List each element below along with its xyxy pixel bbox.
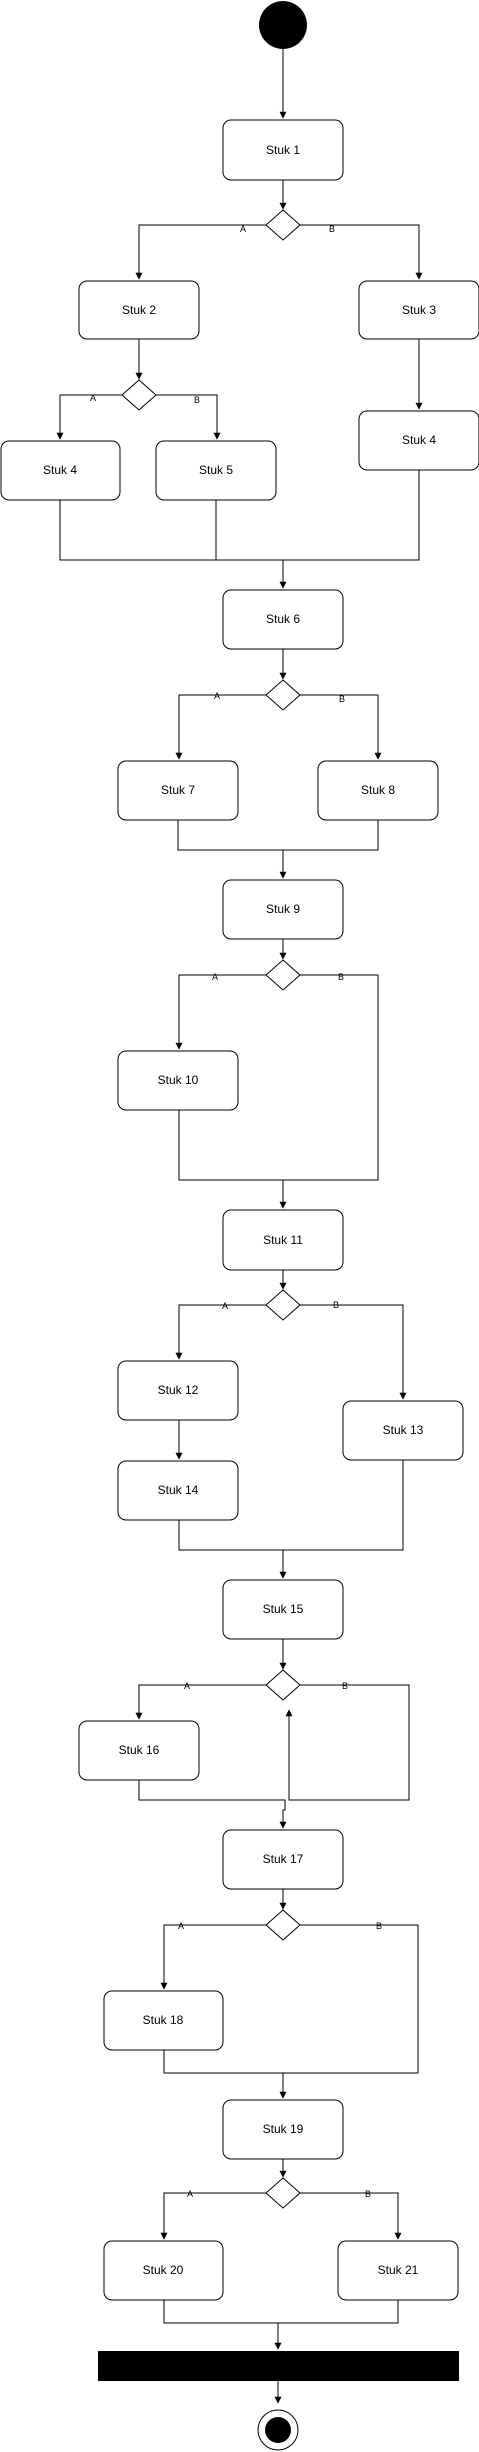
node-label: Stuk 12 xyxy=(158,1383,199,1397)
node-label: Stuk 6 xyxy=(266,612,300,626)
node-stuk-20[interactable]: Stuk 20 xyxy=(103,2240,224,2301)
branch-label-b: B xyxy=(194,395,200,405)
node-label: Stuk 16 xyxy=(119,1743,160,1757)
node-stuk-16[interactable]: Stuk 16 xyxy=(78,1720,200,1781)
node-stuk-6[interactable]: Stuk 6 xyxy=(222,589,344,650)
branch-label-a: A xyxy=(222,1301,228,1311)
node-label: Stuk 3 xyxy=(402,303,436,317)
branch-label-b: B xyxy=(339,694,345,704)
node-stuk-17[interactable]: Stuk 17 xyxy=(222,1829,344,1890)
decision-5 xyxy=(265,1289,301,1321)
node-stuk-10[interactable]: Stuk 10 xyxy=(117,1050,239,1111)
node-label: Stuk 11 xyxy=(263,1233,303,1247)
node-label: Stuk 8 xyxy=(361,783,395,797)
node-stuk-13[interactable]: Stuk 13 xyxy=(342,1400,464,1461)
end-node xyxy=(257,2409,299,2451)
node-stuk-2[interactable]: Stuk 2 xyxy=(78,280,200,340)
branch-label-a: A xyxy=(178,1921,184,1931)
branch-label-b: B xyxy=(338,972,344,982)
node-label: Stuk 18 xyxy=(143,2013,184,2027)
branch-label-b: B xyxy=(342,1681,348,1691)
node-label: Stuk 20 xyxy=(143,2263,184,2277)
node-stuk-12[interactable]: Stuk 12 xyxy=(117,1360,239,1421)
node-stuk-15[interactable]: Stuk 15 xyxy=(222,1579,344,1640)
node-label: Stuk 2 xyxy=(122,303,156,317)
node-label: Stuk 5 xyxy=(199,463,233,477)
branch-label-b: B xyxy=(376,1921,382,1931)
node-stuk-5[interactable]: Stuk 5 xyxy=(155,440,277,501)
node-label: Stuk 14 xyxy=(158,1483,199,1497)
decision-2 xyxy=(121,379,157,411)
node-stuk-9[interactable]: Stuk 9 xyxy=(222,879,344,940)
branch-label-b: B xyxy=(329,224,335,234)
start-node xyxy=(259,1,307,49)
decision-6 xyxy=(265,1669,301,1701)
node-stuk-18[interactable]: Stuk 18 xyxy=(103,1990,224,2051)
branch-label-b: B xyxy=(333,1300,339,1310)
node-label: Stuk 1 xyxy=(266,143,300,157)
node-label: Stuk 13 xyxy=(383,1423,424,1437)
node-stuk-3[interactable]: Stuk 3 xyxy=(358,280,479,340)
decision-1 xyxy=(265,209,301,241)
decision-4 xyxy=(265,959,301,991)
node-label: Stuk 10 xyxy=(158,1073,199,1087)
branch-label-a: A xyxy=(214,691,220,701)
decision-3 xyxy=(265,679,301,711)
node-stuk-7[interactable]: Stuk 7 xyxy=(117,760,239,821)
branch-label-a: A xyxy=(187,2189,193,2199)
node-stuk-11[interactable]: Stuk 11 xyxy=(222,1209,344,1271)
branch-label-a: A xyxy=(184,1681,190,1691)
node-label: Stuk 7 xyxy=(161,783,195,797)
branch-label-a: A xyxy=(212,972,218,982)
branch-label-b: B xyxy=(365,2189,371,2199)
node-label: Stuk 15 xyxy=(263,1602,304,1616)
node-label: Stuk 21 xyxy=(378,2263,419,2277)
branch-label-a: A xyxy=(90,393,96,403)
node-label: Stuk 19 xyxy=(263,2122,304,2136)
node-stuk-14[interactable]: Stuk 14 xyxy=(117,1460,239,1521)
decision-8 xyxy=(265,2177,301,2209)
node-stuk-4-left[interactable]: Stuk 4 xyxy=(0,440,121,501)
branch-label-a: A xyxy=(240,224,246,234)
node-label: Stuk 4 xyxy=(402,433,436,447)
node-label: Stuk 9 xyxy=(266,902,300,916)
node-label: Stuk 4 xyxy=(43,463,77,477)
join-bar xyxy=(98,2351,459,2381)
node-label: Stuk 17 xyxy=(263,1852,304,1866)
decision-7 xyxy=(265,1909,301,1941)
node-stuk-19[interactable]: Stuk 19 xyxy=(222,2099,344,2160)
node-stuk-8[interactable]: Stuk 8 xyxy=(317,760,439,821)
node-stuk-21[interactable]: Stuk 21 xyxy=(337,2240,459,2301)
node-stuk-4-right[interactable]: Stuk 4 xyxy=(358,410,479,471)
node-stuk-1[interactable]: Stuk 1 xyxy=(222,119,344,181)
